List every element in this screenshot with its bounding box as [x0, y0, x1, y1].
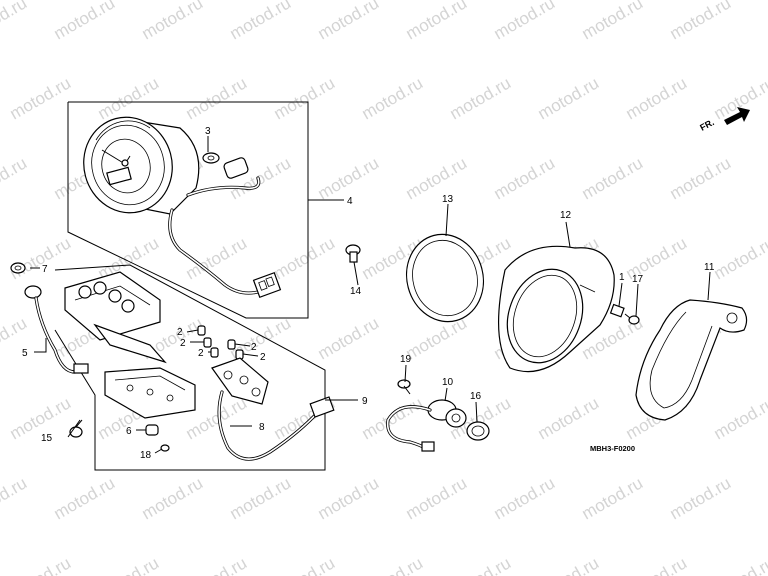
watermark-text: motod.ru — [535, 393, 603, 443]
callout-14: 14 — [350, 286, 362, 297]
leader-lines — [30, 136, 711, 454]
watermark-text: motod.ru — [271, 233, 339, 283]
direction-label: FR. — [698, 117, 715, 133]
watermark-text: motod.ru — [447, 553, 515, 576]
watermark-text: motod.ru — [0, 473, 30, 523]
watermark-text: motod.ru — [623, 73, 691, 123]
watermark-text: motod.ru — [51, 473, 119, 523]
ring-part-16 — [466, 421, 490, 441]
watermark-text: motod.ru — [579, 473, 647, 523]
callout-4: 4 — [347, 196, 353, 207]
callout-11: 11 — [704, 262, 715, 273]
watermark-text: motod.ru — [139, 0, 207, 43]
watermark-text: motod.ru — [667, 473, 735, 523]
watermark-text: motod.ru — [271, 553, 339, 576]
callout-15: 15 — [41, 433, 53, 444]
seal-ring-part-13 — [405, 233, 485, 323]
watermark-text: motod.ru — [271, 73, 339, 123]
callout-17: 17 — [632, 274, 644, 285]
watermark-text: motod.ru — [403, 0, 471, 43]
callout-10: 10 — [442, 377, 454, 388]
callout-12: 12 — [560, 210, 572, 221]
bolt-part-14 — [345, 244, 361, 263]
bracket-part-11 — [635, 299, 748, 421]
watermark-text: motod.ru — [359, 73, 427, 123]
bolt-part-19 — [397, 379, 411, 395]
watermark-text: motod.ru — [711, 553, 768, 576]
watermark-text: motod.ru — [0, 153, 30, 203]
watermark-text: motod.ru — [227, 0, 295, 43]
watermark-text: motod.ru — [7, 73, 75, 123]
watermark-text: motod.ru — [95, 553, 163, 576]
watermark-text: motod.ru — [0, 0, 30, 43]
screw-part-17 — [624, 313, 640, 325]
nut-part-7 — [10, 262, 26, 274]
watermark-text: motod.ru — [579, 0, 647, 43]
watermark-text: motod.ru — [183, 73, 251, 123]
callout-1: 1 — [619, 272, 625, 283]
watermark-text: motod.ru — [139, 473, 207, 523]
watermark-text: motod.ru — [315, 0, 383, 43]
indicator-housing — [64, 271, 196, 419]
speedometer-assembly — [83, 116, 282, 298]
callout-19: 19 — [400, 354, 412, 365]
wire-harness-part-5 — [24, 285, 89, 374]
watermark-text: motod.ru — [623, 553, 691, 576]
bulb-sockets-part-2 — [197, 325, 244, 360]
watermark-text: motod.ru — [227, 473, 295, 523]
watermark-text: motod.ru — [51, 0, 119, 43]
grommet-part-3 — [202, 152, 220, 164]
bulb-part-6 — [145, 424, 159, 436]
watermark-text: motod.ru — [535, 553, 603, 576]
callout-2c: 2 — [198, 348, 204, 359]
watermark-text: motod.ru — [667, 153, 735, 203]
watermark-text: motod.ru — [491, 153, 559, 203]
watermark-text: motod.ru — [183, 553, 251, 576]
watermark-text: motod.ru — [403, 473, 471, 523]
callout-8: 8 — [259, 422, 265, 433]
callout-3: 3 — [205, 126, 211, 137]
callout-5: 5 — [22, 348, 28, 359]
callout-2b: 2 — [180, 338, 186, 349]
callout-7: 7 — [42, 264, 48, 275]
nut-part-1 — [609, 303, 625, 318]
watermark-text: motod.ru — [7, 553, 75, 576]
meter-case-part-12 — [497, 245, 615, 373]
callout-labels: 3 4 7 5 15 9 8 6 18 14 19 10 16 13 12 1 … — [22, 126, 715, 461]
screw-part-18 — [160, 444, 170, 452]
watermark-text: motod.ru — [315, 473, 383, 523]
watermark-text: motod.ru — [491, 473, 559, 523]
watermark-text: motod.ru — [315, 313, 383, 363]
watermark-text: motod.ru — [535, 73, 603, 123]
watermark-text: motod.ru — [667, 0, 735, 43]
watermark-text: motod.ru — [579, 153, 647, 203]
watermark-text: motod.ru — [711, 233, 768, 283]
callout-2e: 2 — [260, 352, 266, 363]
screw-part-15 — [69, 419, 83, 438]
indicator-harness-part-8 — [211, 357, 335, 461]
watermark-text: motod.ru — [491, 0, 559, 43]
indicator-group-frame — [54, 264, 326, 471]
diagram-code: MBH3-F0200 — [590, 444, 635, 453]
watermark-text: motod.ru — [403, 313, 471, 363]
watermark-text: motod.ru — [403, 153, 471, 203]
callout-16: 16 — [470, 391, 482, 402]
front-arrow-icon — [724, 107, 750, 125]
meter-group-frame — [67, 101, 309, 319]
watermark-text: motod.ru — [711, 393, 768, 443]
ignition-switch-part-10 — [386, 399, 467, 452]
callout-2d: 2 — [251, 342, 257, 353]
callout-18: 18 — [140, 450, 152, 461]
callout-6: 6 — [126, 426, 132, 437]
watermark-text: motod.ru — [95, 73, 163, 123]
watermark-text: motod.ru — [359, 553, 427, 576]
watermark-text: motod.ru — [7, 233, 75, 283]
callout-9: 9 — [362, 396, 368, 407]
watermark-text: motod.ru — [447, 73, 515, 123]
callout-13: 13 — [442, 194, 454, 205]
callout-2a: 2 — [177, 327, 183, 338]
